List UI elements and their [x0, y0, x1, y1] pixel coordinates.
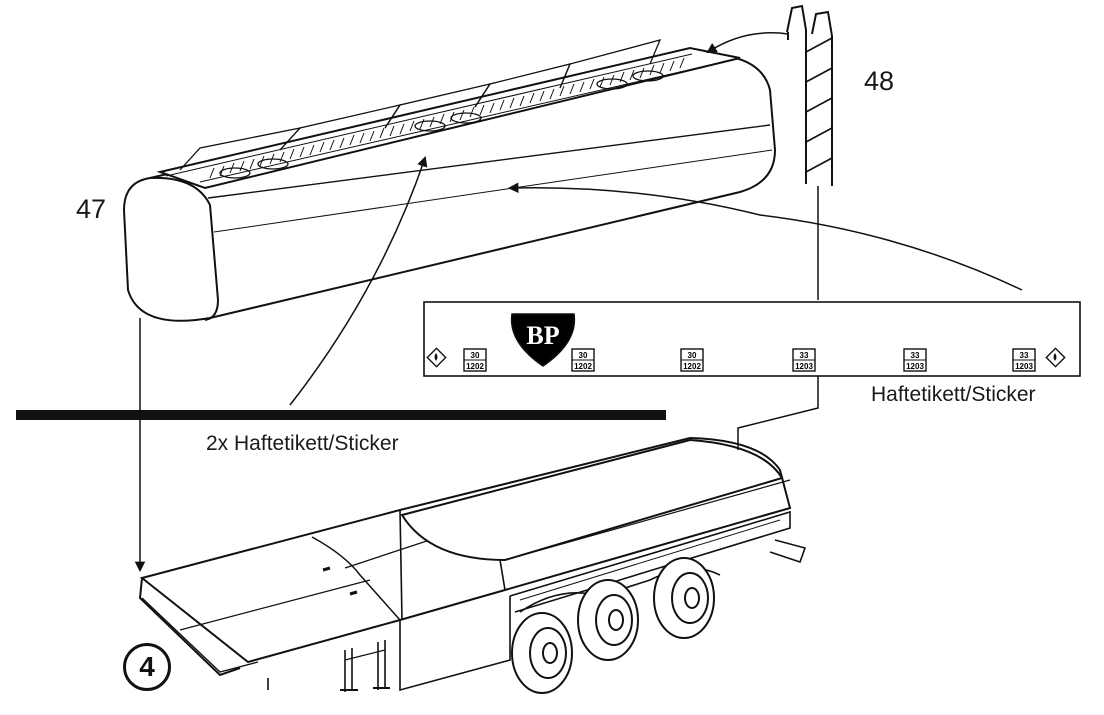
divider-bar	[16, 410, 666, 420]
ladder	[786, 4, 833, 186]
wheel-front	[511, 612, 573, 694]
bp-logo: BP	[510, 313, 576, 367]
leader-lines	[134, 32, 1023, 573]
bp-logo-text: BP	[526, 321, 559, 350]
hazard-plate-top: 33	[800, 351, 809, 360]
hazard-plate: 33 1203	[792, 348, 816, 372]
hazard-plate: 30 1202	[680, 348, 704, 372]
hazard-plate-bottom: 1203	[795, 362, 813, 371]
tank-body	[122, 39, 777, 322]
hazard-diamond-left-icon	[426, 347, 447, 368]
hazard-plate-bottom: 1203	[1015, 362, 1033, 371]
hazard-plate: 30 1202	[571, 348, 595, 372]
wheel-middle	[577, 579, 639, 661]
wheel-rear	[653, 557, 715, 639]
sticker-caption: Haftetikett/Sticker	[871, 383, 1036, 406]
hazard-plate-top: 30	[579, 351, 588, 360]
hazard-plate-top: 30	[688, 351, 697, 360]
hazard-plate-top: 30	[471, 351, 480, 360]
hazard-plate-bottom: 1202	[683, 362, 701, 371]
hazard-plate-bottom: 1202	[574, 362, 592, 371]
double-sticker-caption: 2x Haftetikett/Sticker	[206, 432, 399, 455]
hazard-plate: 30 1202	[463, 348, 487, 372]
part-number-47: 47	[76, 194, 107, 224]
wheels	[511, 557, 721, 694]
hazard-plate: 33 1203	[1012, 348, 1036, 372]
sticker-arrow	[507, 182, 1023, 291]
hazard-plate-top: 33	[1020, 351, 1029, 360]
step-number-badge: 4	[123, 643, 171, 691]
hazard-plate-bottom: 1202	[466, 362, 484, 371]
hazard-plates: 30 1202 30 1202 30 1202 33 1203 33 1203 33 1203	[463, 348, 1036, 372]
hazard-plate-top: 33	[911, 351, 920, 360]
trailer-chassis	[138, 436, 807, 692]
hazard-plate-bottom: 1203	[906, 362, 924, 371]
sticker-strip: BP 30 1202 30 1202 30 1202 33 1203 33 1203 33 1203	[423, 301, 1081, 377]
hazard-diamond-right-icon	[1045, 347, 1066, 368]
ladder-arrow	[706, 32, 789, 54]
hazard-plate: 33 1203	[903, 348, 927, 372]
part-number-48: 48	[864, 66, 895, 96]
double-sticker-arrow	[289, 156, 428, 406]
